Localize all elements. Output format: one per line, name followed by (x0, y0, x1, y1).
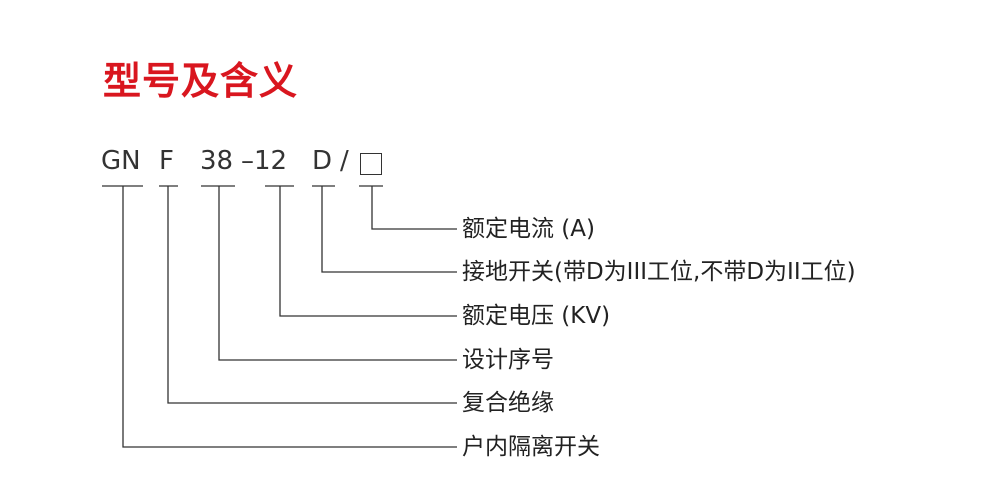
code-segment-d: D (312, 146, 333, 176)
placeholder-box-icon (360, 150, 382, 180)
code-segment-gn: GN (101, 146, 141, 176)
page-title: 型号及含义 (103, 59, 299, 103)
label-composite-insulation: 复合绝缘 (462, 390, 554, 416)
code-segment-38: 38 (200, 146, 234, 176)
label-earthing-switch: 接地开关(带D为III工位,不带D为II工位) (462, 259, 856, 285)
code-segment-f: F (159, 146, 174, 176)
label-indoor-disconnector: 户内隔离开关 (462, 434, 600, 460)
code-segment-slash: / (340, 146, 349, 176)
code-segment-12: –12 (241, 146, 288, 176)
label-rated-current: 额定电流 (A) (462, 216, 595, 242)
label-rated-voltage: 额定电压 (KV) (462, 303, 611, 329)
label-design-number: 设计序号 (462, 347, 554, 373)
